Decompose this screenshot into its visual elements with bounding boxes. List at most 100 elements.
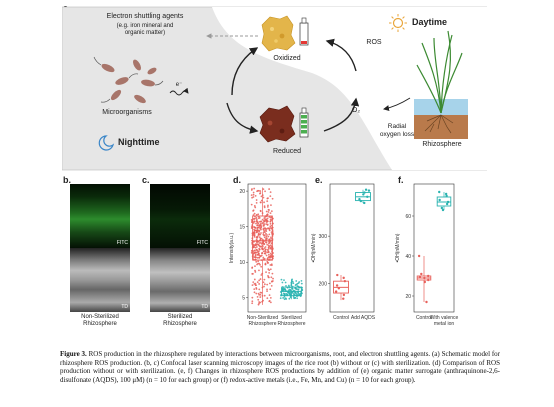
data-point bbox=[260, 259, 263, 261]
data-point bbox=[267, 261, 270, 264]
data-point bbox=[268, 300, 271, 303]
data-point bbox=[258, 283, 261, 285]
data-point bbox=[271, 232, 273, 235]
data-point bbox=[296, 293, 298, 296]
data-point bbox=[253, 187, 256, 190]
data-point bbox=[253, 205, 256, 207]
data-point bbox=[265, 271, 267, 274]
data-point bbox=[264, 248, 267, 251]
data-point bbox=[258, 288, 261, 291]
data-point bbox=[271, 217, 274, 220]
data-point bbox=[438, 190, 441, 194]
data-point bbox=[254, 251, 257, 254]
data-point bbox=[260, 265, 263, 268]
data-point bbox=[266, 290, 268, 293]
data-point bbox=[359, 199, 363, 203]
data-point bbox=[334, 290, 338, 293]
moon-icon bbox=[98, 135, 115, 151]
data-point bbox=[272, 277, 274, 280]
radial-loss-arrow bbox=[383, 97, 411, 111]
data-point bbox=[261, 272, 264, 275]
data-point bbox=[258, 242, 261, 244]
x-category-label: With valence bbox=[430, 315, 459, 321]
data-point bbox=[300, 279, 303, 282]
fitc-label-c: FITC bbox=[196, 240, 208, 246]
data-point bbox=[254, 254, 257, 257]
data-point bbox=[260, 245, 262, 248]
data-point bbox=[291, 280, 294, 283]
data-point bbox=[251, 284, 254, 286]
data-point bbox=[252, 196, 255, 198]
data-point bbox=[254, 249, 256, 252]
data-point bbox=[287, 284, 290, 287]
data-point bbox=[417, 254, 421, 258]
data-point bbox=[270, 263, 273, 266]
data-point bbox=[255, 199, 258, 201]
data-point bbox=[260, 226, 262, 229]
data-point bbox=[253, 217, 255, 220]
data-point bbox=[267, 197, 269, 200]
data-point bbox=[263, 217, 266, 220]
microorganisms-icon bbox=[93, 56, 164, 104]
data-point bbox=[420, 272, 423, 276]
data-point bbox=[255, 260, 258, 263]
data-point bbox=[269, 288, 272, 291]
electron-transfer-arrow bbox=[169, 87, 189, 96]
x-category-label: Sterilized bbox=[281, 315, 302, 321]
data-point bbox=[266, 224, 269, 226]
data-point bbox=[286, 294, 288, 297]
data-point bbox=[287, 291, 289, 294]
data-point bbox=[267, 244, 270, 247]
data-point bbox=[271, 229, 274, 232]
data-point bbox=[251, 219, 254, 222]
panel-c-label: c. bbox=[142, 175, 150, 185]
fitc-channel bbox=[150, 184, 210, 248]
data-point bbox=[256, 295, 259, 298]
x-category-label: Non-Sterilized bbox=[247, 315, 279, 321]
data-point bbox=[257, 260, 260, 263]
data-point bbox=[268, 233, 271, 236]
data-point bbox=[259, 278, 262, 280]
data-point bbox=[270, 285, 273, 287]
data-point bbox=[267, 268, 270, 271]
data-point bbox=[261, 194, 264, 196]
panel-f-label: f. bbox=[398, 175, 404, 185]
o2-label: O₂ bbox=[351, 107, 361, 114]
data-point bbox=[251, 196, 253, 199]
data-point bbox=[289, 290, 292, 292]
data-point bbox=[260, 291, 263, 294]
data-point bbox=[255, 292, 258, 295]
data-point bbox=[342, 276, 345, 280]
data-point bbox=[279, 297, 282, 300]
data-point bbox=[257, 298, 260, 301]
data-point bbox=[295, 283, 298, 286]
panel-b-caption-2: Rhizosphere bbox=[83, 321, 117, 327]
data-point bbox=[258, 236, 261, 239]
data-point bbox=[296, 288, 299, 291]
data-point bbox=[265, 219, 268, 222]
data-point bbox=[256, 253, 259, 256]
data-point bbox=[264, 215, 267, 217]
data-point bbox=[269, 218, 272, 221]
data-point bbox=[264, 252, 267, 255]
td-channel bbox=[70, 248, 130, 312]
data-point bbox=[263, 227, 265, 230]
data-point bbox=[291, 285, 294, 288]
data-point bbox=[255, 246, 258, 248]
data-point bbox=[296, 285, 299, 287]
data-point bbox=[290, 282, 293, 285]
data-point bbox=[286, 286, 289, 289]
data-point bbox=[282, 288, 284, 291]
data-point bbox=[280, 294, 282, 297]
data-point bbox=[268, 294, 271, 297]
data-point bbox=[253, 226, 255, 228]
data-point bbox=[269, 195, 272, 198]
data-point bbox=[254, 265, 256, 268]
data-point bbox=[263, 236, 266, 239]
data-point bbox=[270, 237, 272, 240]
data-point bbox=[258, 279, 261, 282]
schematic-arrows bbox=[93, 14, 468, 151]
data-point bbox=[250, 203, 253, 206]
data-point bbox=[423, 280, 427, 284]
data-point bbox=[261, 295, 264, 297]
